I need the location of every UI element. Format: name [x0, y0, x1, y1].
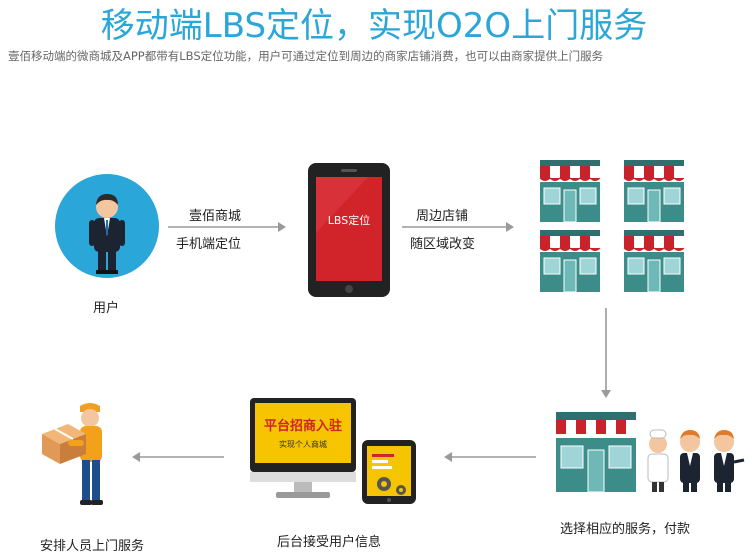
user-avatar-icon — [55, 174, 159, 278]
delivery-label: 安排人员上门服务 — [40, 539, 145, 554]
select-service-label: 选择相应的服务，付款 — [560, 522, 691, 537]
store-icon — [623, 230, 685, 293]
service-staff-icon — [647, 429, 745, 492]
arrow-right-icon — [168, 222, 286, 232]
edge-label-phone-stores-1: 周边店铺 — [416, 209, 469, 224]
page-title: 移动端LBS定位，实现O2O上门服务 — [100, 6, 648, 46]
monitor-sub-text: 实现个人商城 — [279, 439, 327, 449]
arrow-down-icon — [601, 308, 611, 398]
phone-screen-text: LBS定位 — [328, 213, 370, 227]
monitor-icon: 平台招商入驻 实现个人商城 — [250, 398, 356, 498]
edge-label-user-phone-2: 手机端定位 — [176, 237, 242, 252]
store-icon — [556, 412, 636, 493]
arrow-left-icon — [132, 452, 224, 462]
store-icon — [539, 160, 601, 223]
user-label: 用户 — [93, 301, 120, 316]
monitor-title-text: 平台招商入驻 — [264, 418, 342, 434]
store-icon — [539, 230, 601, 293]
edge-label-user-phone-1: 壹佰商城 — [189, 209, 242, 224]
arrow-right-icon — [402, 222, 514, 232]
backend-label: 后台接受用户信息 — [277, 535, 382, 550]
arrow-left-icon — [444, 452, 536, 462]
phone-icon: LBS定位 — [308, 163, 390, 297]
store-icon — [623, 160, 685, 223]
tablet-icon — [362, 440, 416, 504]
page-subtitle: 壹佰移动端的微商城及APP都带有LBS定位功能，用户可通过定位到周边的商家店铺消… — [8, 49, 604, 63]
edge-label-phone-stores-2: 随区域改变 — [410, 237, 476, 252]
delivery-worker-icon — [42, 403, 103, 505]
